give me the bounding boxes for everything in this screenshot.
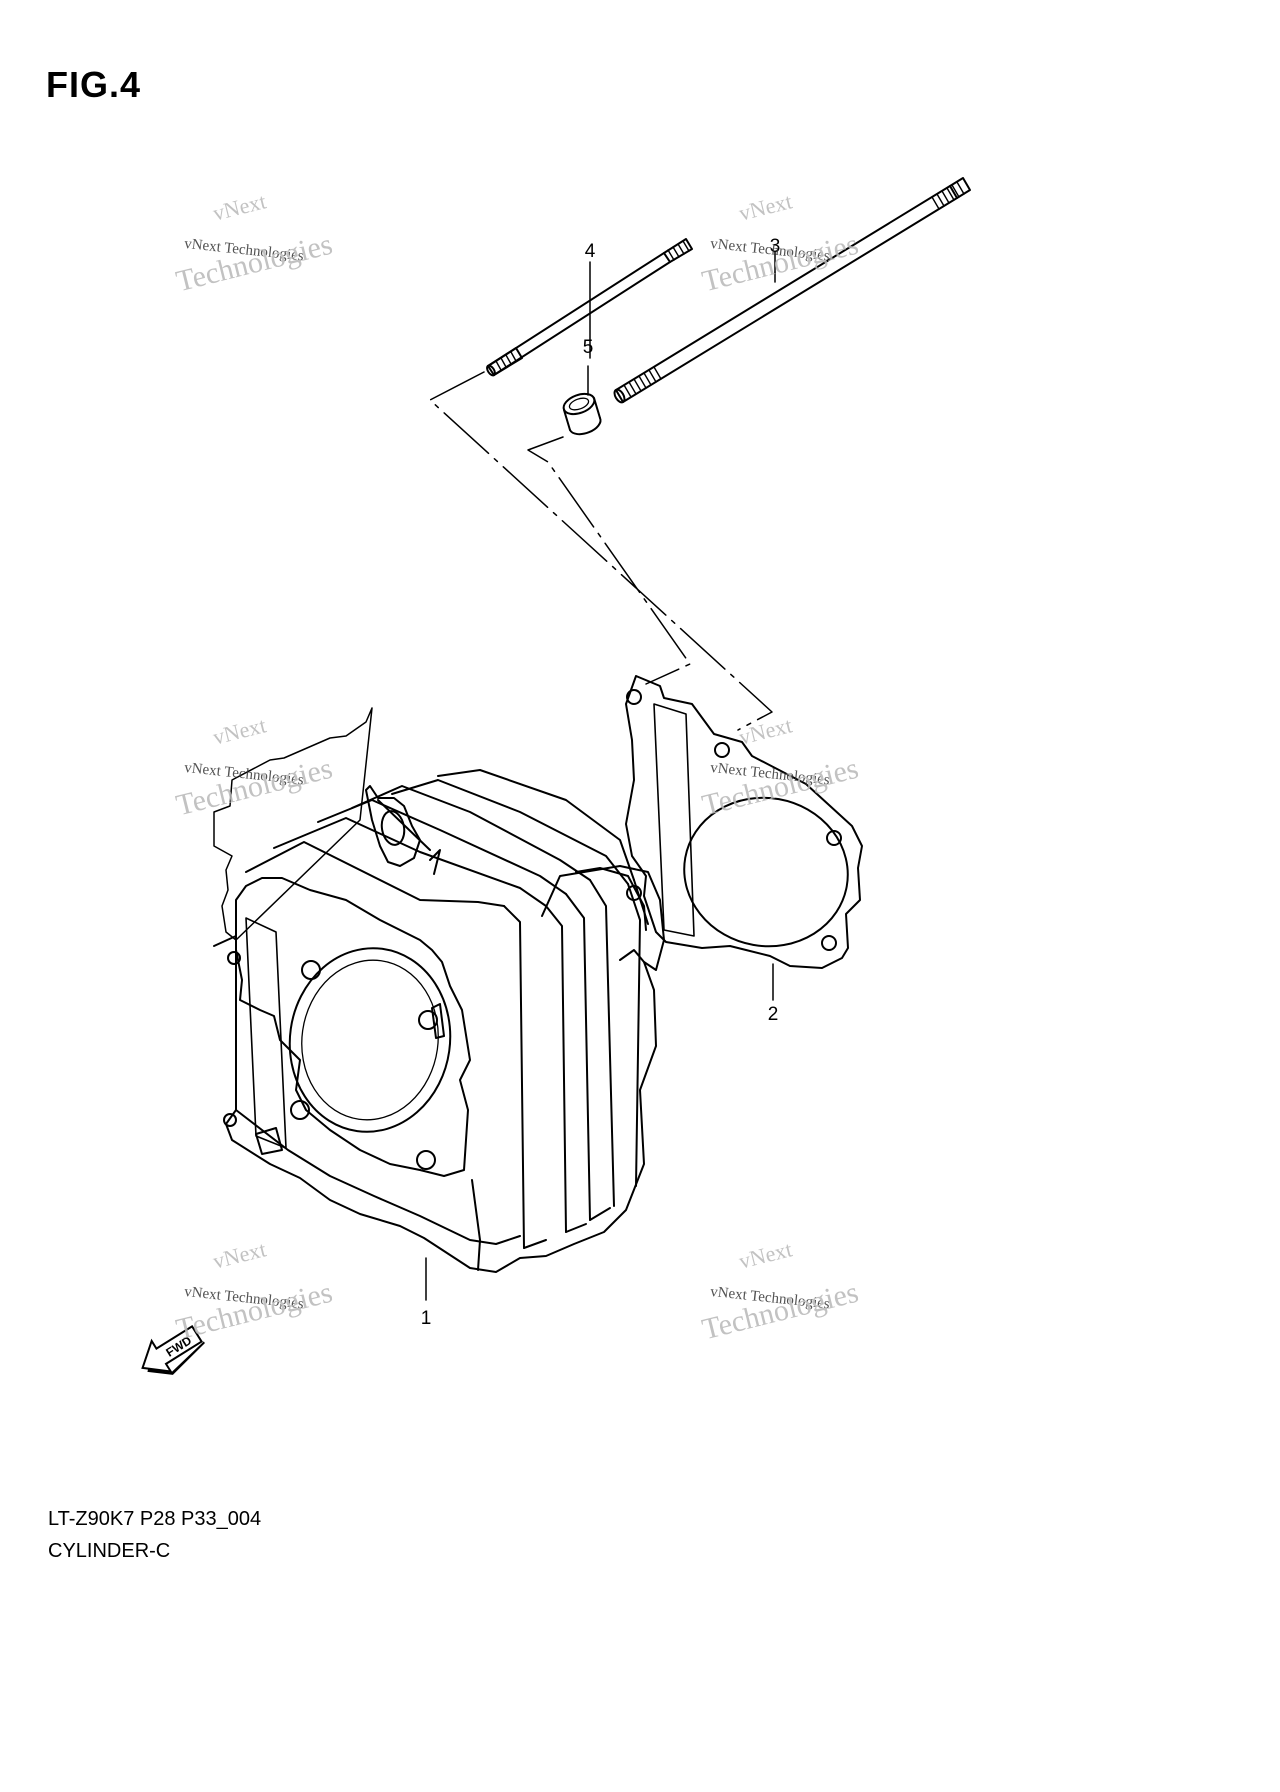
svg-text:vNext: vNext [736,188,794,225]
callout-2: 2 [768,1004,779,1025]
watermark-4: vNext Technologies vNext Technologies [699,712,862,822]
callout-4: 4 [585,241,596,262]
dowel-pin-part [562,392,602,436]
cylinder-part [213,707,665,1273]
watermark-5: vNext Technologies vNext Technologies [173,1236,336,1346]
svg-text:vNext: vNext [210,712,268,749]
assembly-guide-lines [429,371,773,731]
callout-5: 5 [583,337,594,358]
svg-text:vNext: vNext [736,712,794,749]
long-stud-part [613,177,971,404]
callout-3: 3 [770,236,781,257]
short-stud-part [486,238,693,377]
svg-text:vNext: vNext [210,1236,268,1273]
watermark-1: vNext Technologies vNext Technologies [173,188,336,298]
figure-title: FIG.4 [46,64,142,105]
svg-text:vNext: vNext [210,188,268,225]
gasket-part [625,675,863,969]
figure-caption: CYLINDER-C [48,1540,171,1562]
watermark-2: vNext Technologies vNext Technologies [699,188,862,298]
callout-1: 1 [421,1308,432,1329]
watermark-6: vNext Technologies vNext Technologies [699,1236,862,1346]
svg-text:vNext: vNext [736,1236,794,1273]
watermark-3: vNext Technologies vNext Technologies [173,712,336,822]
model-code: LT-Z90K7 P28 P33_004 [48,1508,262,1530]
